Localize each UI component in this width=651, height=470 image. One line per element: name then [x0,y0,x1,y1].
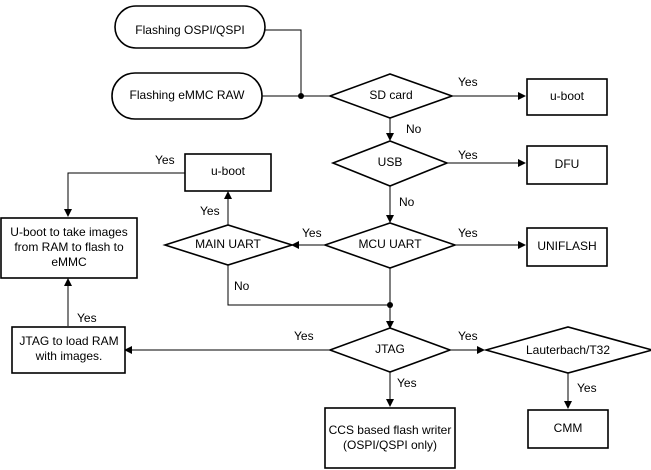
edge-labels: Yes No Yes No Yes Yes Yes No Yes Yes Yes… [77,75,597,395]
main-uart-decision [162,224,295,266]
uniflash-text: UNIFLASH [537,239,596,253]
cmm-box [527,409,609,449]
mcu-uart-text-line-1: MCU UART [358,237,422,251]
lauterbach-yes-label: Yes [577,381,597,395]
mcu-uart-text: MCU UART [358,237,422,251]
usb-yes-label: Yes [458,148,478,162]
sd-card-no-label: No [406,122,422,136]
sd-card-decision [327,73,455,119]
jtag-load-ram-box [11,326,126,374]
lauterbach-t32-text-line-1: Lauterbach/T32 [526,343,610,357]
usb-no-label: No [399,195,415,209]
ccs-flash-writer-box [324,407,456,469]
flashing-emmc-raw-text: Flashing eMMC RAW [130,88,246,102]
uboot-left-yes-label: Yes [155,153,175,167]
sd-card-text: SD card [369,88,412,102]
jtag-yes-down-label: Yes [397,376,417,390]
usb-text-line-1: USB [378,155,403,169]
uboot-right-box [526,78,608,116]
usb-text: USB [378,155,403,169]
main-uart-text: MAIN UART [195,237,261,251]
dfu-text-line-1: DFU [555,157,580,171]
uboot-take-images-text-line-2: from RAM to flash to [14,240,124,254]
dfu-text: DFU [555,157,580,171]
uboot-right-text-line-1: u-boot [550,89,585,103]
jtag-load-yes-label: Yes [77,311,97,325]
main-uart-text-line-1: MAIN UART [195,237,261,251]
lauterbach-t32-decision [483,326,651,374]
main-uart-no-label: No [234,279,250,293]
ccs-flash-writer-text: CCS based flash writer(OSPI/QSPI only) [329,423,452,452]
uboot-take-images-text-line-1: U-boot to take images [10,225,127,239]
uniflash-text-line-1: UNIFLASH [537,239,596,253]
jtag-yes-left-label: Yes [294,329,314,343]
flashing-ospi-qspi-text-line-1: Flashing OSPI/QSPI [135,23,244,37]
jtag-decision [327,327,453,373]
uboot-take-images-box [0,217,138,279]
mcu-uart-yes-left-label: Yes [302,226,322,240]
flashing-emmc-raw-text-line-1: Flashing eMMC RAW [130,88,246,102]
uboot-left-box [184,153,272,192]
jtag-load-ram-text-line-1: JTAG to load RAM [19,334,118,348]
sd-card-yes-label: Yes [458,75,478,89]
jtag-yes-right-label: Yes [458,329,478,343]
usb-decision [330,140,450,187]
uboot-take-images-text-line-3: eMMC [51,255,87,269]
uboot-left-text-line-1: u-boot [211,164,246,178]
sd-card-text-line-1: SD card [369,88,412,102]
mcu-uart-decision [322,222,458,269]
uboot-left-text: u-boot [211,164,246,178]
flashing-ospi-qspi-text: Flashing OSPI/QSPI [135,23,244,37]
main-uart-yes-label: Yes [200,204,220,218]
flashing-ospi-qspi-terminal [114,5,266,49]
jtag-text: JTAG [375,342,405,356]
cmm-text: CMM [554,421,583,435]
flashing-emmc-raw-terminal [111,72,263,120]
jtag-load-ram-text-line-2: with images. [35,349,103,363]
uniflash-box [526,227,608,267]
ccs-flash-writer-text-line-1: CCS based flash writer [329,423,452,437]
uboot-right-text: u-boot [550,89,585,103]
cmm-text-line-1: CMM [554,421,583,435]
jtag-text-line-1: JTAG [375,342,405,356]
lauterbach-t32-text: Lauterbach/T32 [526,343,610,357]
ccs-flash-writer-text-line-2: (OSPI/QSPI only) [343,438,437,452]
node-texts: Flashing OSPI/QSPI Flashing eMMC RAW SD … [10,23,610,452]
connectors [64,29,572,409]
mcu-uart-yes-right-label: Yes [458,226,478,240]
dfu-box [526,145,608,185]
